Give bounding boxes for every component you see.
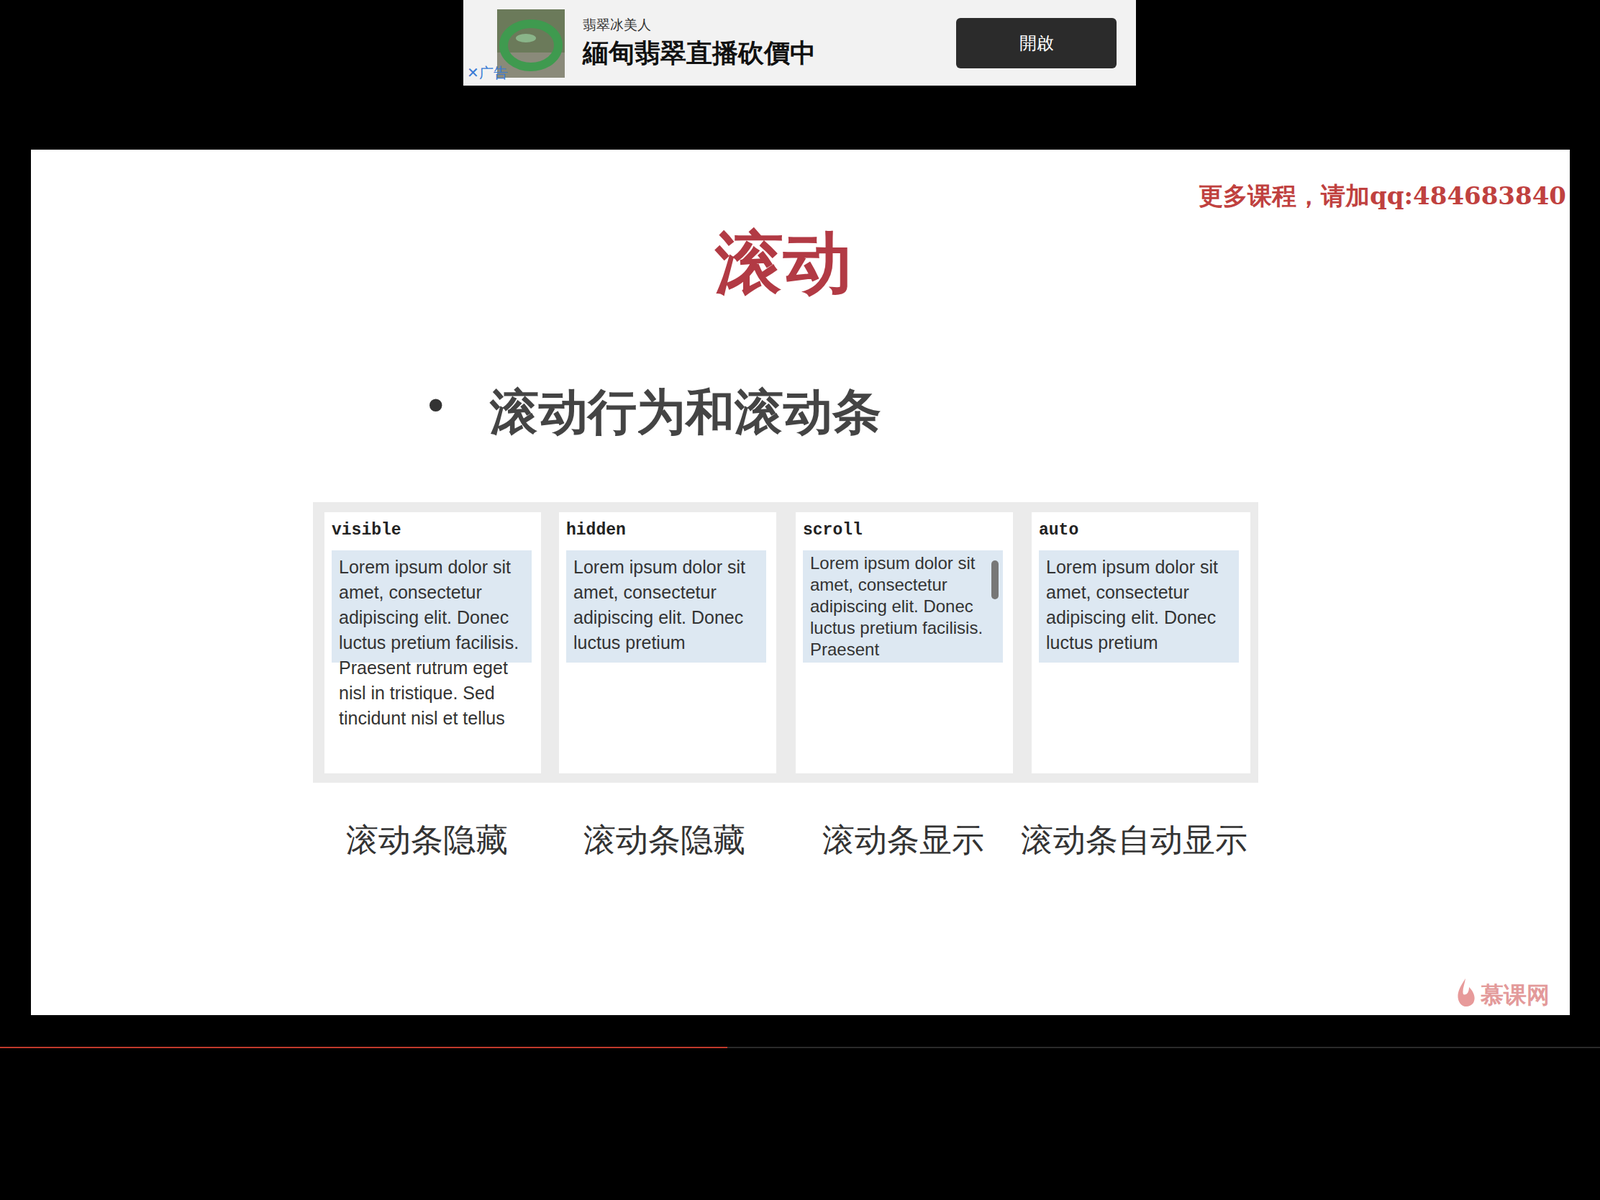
overflow-value: auto <box>1038 520 1079 540</box>
logo-flame <box>1453 976 1478 1011</box>
overflow-value: scroll <box>802 520 863 540</box>
content-box: Lorem ipsum dolor sit amet, consectetur … <box>802 550 1003 663</box>
lorem-text: Lorem ipsum dolor sit amet, consectetur … <box>573 554 759 656</box>
ad-banner: 翡翠冰美人緬甸翡翠直播砍價中 開啟 <box>463 0 1136 86</box>
caption: 滚动条自动显示 <box>953 818 1314 862</box>
demo-card: hiddenLorem ipsum dolor sit amet, consec… <box>558 512 777 774</box>
button-label: 開啟 <box>956 17 1117 69</box>
scrollbar-thumb <box>991 560 999 600</box>
bullet: • <box>423 381 449 432</box>
content-box: Lorem ipsum dolor sit amet, consectetur … <box>566 550 767 663</box>
ad-headline: 緬甸翡翠直播砍價中 <box>582 35 816 72</box>
lorem-text: Lorem ipsum dolor sit amet, consectetur … <box>1046 554 1232 656</box>
promo-note: 更多课程，请加qq:484683840 <box>1198 179 1567 213</box>
bullet-text: 滚动行为和滚动条 <box>489 379 882 446</box>
caption: 滚动条隐藏 <box>484 818 844 862</box>
demo-card: visibleLorem ipsum dolor sit amet, conse… <box>324 512 542 774</box>
lorem-text: Lorem ipsum dolor sit amet, consectetur … <box>810 552 986 661</box>
slide-title: 滚动 <box>567 215 1000 310</box>
watermark: 慕课网 <box>1480 979 1550 1012</box>
demo-card: autoLorem ipsum dolor sit amet, consecte… <box>1031 512 1251 774</box>
content-box: Lorem ipsum dolor sit amet, consectetur … <box>331 550 532 663</box>
ad-marker: ✕广告 <box>466 63 508 83</box>
open-button: 開啟 <box>956 17 1117 69</box>
demo-card: scrollLorem ipsum dolor sit amet, consec… <box>795 512 1013 774</box>
progress-bar <box>0 1043 1600 1052</box>
content-box: Lorem ipsum dolor sit amet, consectetur … <box>1038 550 1239 663</box>
ad-subtitle: 翡翠冰美人 <box>582 15 652 35</box>
overflow-value: visible <box>331 520 402 540</box>
overflow-value: hidden <box>566 520 626 540</box>
lorem-text: Lorem ipsum dolor sit amet, consectetur … <box>338 554 525 731</box>
caption: 滚动条隐藏 <box>246 818 607 862</box>
